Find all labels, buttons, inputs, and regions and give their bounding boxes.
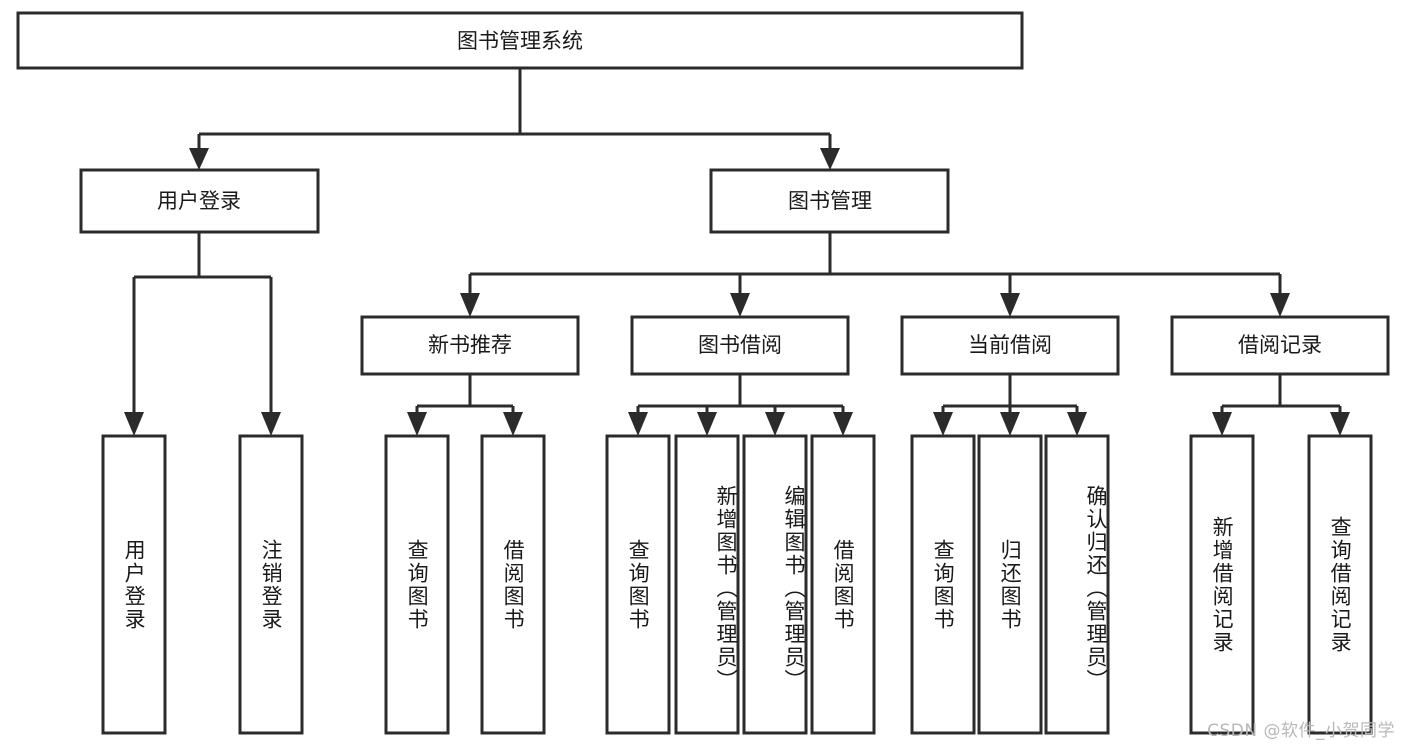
label-leaf-query-book-1: 查询图书 bbox=[405, 538, 430, 631]
label-new-book-recommend: 新书推荐 bbox=[428, 333, 512, 357]
node-box-group bbox=[16, 11, 1390, 735]
label-leaf-borrow-book-2: 借阅图书 bbox=[831, 538, 856, 631]
node-box-leaf-edit-book[interactable] bbox=[742, 434, 808, 735]
node-box-current-borrow[interactable] bbox=[900, 315, 1120, 376]
node-box-leaf-confirm-return[interactable] bbox=[1044, 434, 1110, 735]
arrow-head-nb-2 bbox=[503, 412, 523, 436]
arrow-head-cb-1 bbox=[933, 412, 953, 436]
label-leaf-borrow-book-1: 借阅图书 bbox=[501, 538, 526, 631]
arrow-head-bb-2 bbox=[697, 412, 717, 436]
node-box-book-management[interactable] bbox=[709, 168, 950, 234]
label-leaf-add-book: 新增图书（管理员） bbox=[714, 485, 738, 692]
arrow-head-cb-3 bbox=[1067, 412, 1087, 436]
node-box-leaf-query-book-1[interactable] bbox=[384, 434, 450, 735]
label-leaf-query-book-3: 查询图书 bbox=[931, 538, 956, 631]
label-current-borrow: 当前借阅 bbox=[968, 333, 1052, 357]
arrow-head-cb-2 bbox=[1000, 412, 1020, 436]
arrow-head-nb-1 bbox=[407, 412, 427, 436]
label-leaf-confirm-return: 确认归还（管理员） bbox=[1084, 485, 1108, 692]
node-box-leaf-return-book[interactable] bbox=[977, 434, 1043, 735]
watermark-text: CSDN @软件_小贺同学 bbox=[1207, 721, 1395, 741]
connector-group bbox=[124, 68, 1350, 436]
node-box-leaf-add-record[interactable] bbox=[1189, 434, 1255, 735]
label-book-management: 图书管理 bbox=[788, 189, 872, 213]
node-box-leaf-query-record[interactable] bbox=[1307, 434, 1373, 735]
node-box-borrow-record[interactable] bbox=[1170, 315, 1390, 376]
arrow-head-book-borrow bbox=[730, 293, 750, 317]
arrow-head-leaf-logout bbox=[261, 412, 281, 436]
node-label-group: 图书管理系统 用户登录 图书管理 新书推荐 图书借阅 当前借阅 借阅记录 bbox=[157, 29, 1322, 357]
node-box-book-borrow[interactable] bbox=[630, 315, 850, 376]
node-box-leaf-add-book[interactable] bbox=[674, 434, 740, 735]
node-box-leaf-query-book-2[interactable] bbox=[605, 434, 671, 735]
node-box-new-book-recommend[interactable] bbox=[360, 315, 580, 376]
arrow-head-bb-1 bbox=[628, 412, 648, 436]
label-user-login: 用户登录 bbox=[157, 189, 241, 213]
arrow-head-user-login bbox=[189, 148, 209, 170]
label-root: 图书管理系统 bbox=[457, 29, 583, 53]
node-box-leaf-user-login[interactable] bbox=[101, 434, 167, 735]
label-leaf-user-login: 用户登录 bbox=[122, 538, 147, 631]
label-book-borrow: 图书借阅 bbox=[698, 333, 782, 357]
label-leaf-return-book: 归还图书 bbox=[998, 538, 1023, 631]
arrow-head-bb-4 bbox=[833, 412, 853, 436]
label-leaf-add-record: 新增借阅记录 bbox=[1210, 515, 1235, 654]
arrow-head-new-book bbox=[460, 293, 480, 317]
arrow-head-br-1 bbox=[1212, 412, 1232, 436]
node-box-leaf-query-book-3[interactable] bbox=[910, 434, 976, 735]
label-leaf-edit-book: 编辑图书（管理员） bbox=[782, 485, 806, 692]
arrow-head-borrow-record bbox=[1270, 293, 1290, 317]
label-leaf-logout-login: 注销登录 bbox=[259, 538, 284, 631]
node-box-leaf-borrow-book-1[interactable] bbox=[480, 434, 546, 735]
arrow-head-bb-3 bbox=[765, 412, 785, 436]
label-leaf-query-book-2: 查询图书 bbox=[626, 538, 651, 631]
arrow-head-current-borrow bbox=[1000, 293, 1020, 317]
node-box-root[interactable] bbox=[16, 11, 1024, 70]
label-leaf-query-record: 查询借阅记录 bbox=[1328, 515, 1353, 654]
label-borrow-record: 借阅记录 bbox=[1238, 333, 1322, 357]
arrow-head-leaf-user-login bbox=[124, 412, 144, 436]
node-box-user-login[interactable] bbox=[79, 168, 320, 234]
node-box-leaf-logout-login[interactable] bbox=[238, 434, 304, 735]
arrow-head-br-2 bbox=[1330, 412, 1350, 436]
node-box-leaf-borrow-book-2[interactable] bbox=[810, 434, 876, 735]
arrow-head-book-management bbox=[820, 148, 840, 170]
